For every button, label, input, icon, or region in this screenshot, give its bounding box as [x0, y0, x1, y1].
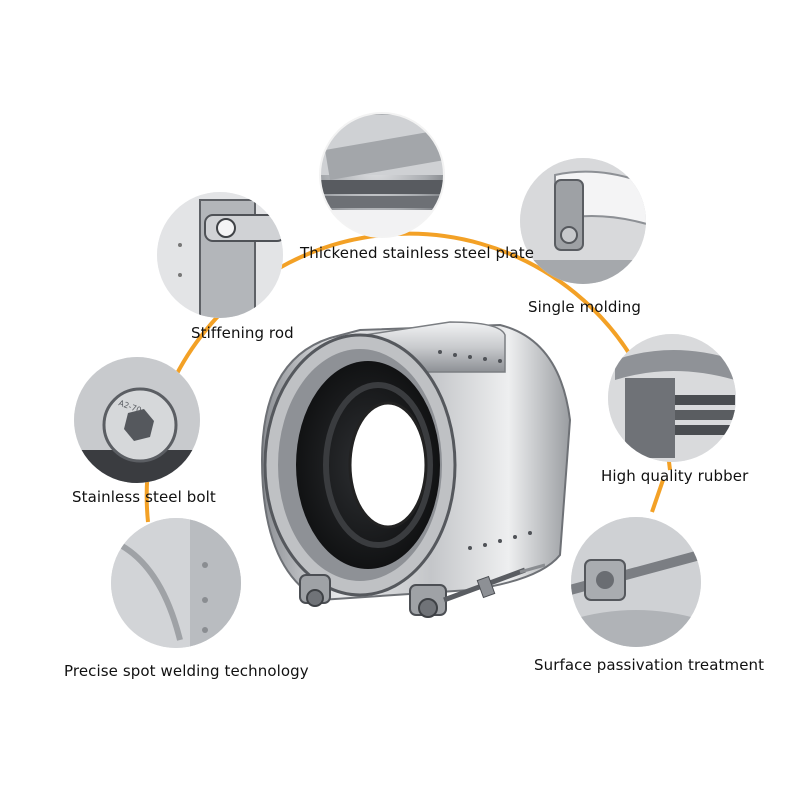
rod-detail-image [157, 192, 283, 318]
bolt-detail-image: A2-70 [74, 357, 200, 483]
feature-label-rod: Stiffening rod [191, 324, 294, 342]
welding-detail-image [111, 518, 241, 648]
feature-label-plate: Thickened stainless steel plate [300, 244, 535, 262]
rubber-detail-image [608, 334, 736, 462]
feature-label-weld: Precise spot welding technology [64, 662, 309, 680]
plate-detail-image [319, 112, 445, 238]
connecting-arc-lower-right [650, 479, 665, 513]
feature-label-molding: Single molding [528, 298, 641, 316]
passivation-detail-image [571, 517, 701, 647]
molding-detail-image [520, 158, 646, 284]
feature-label-rubber: High quality rubber [601, 467, 749, 485]
pipe-coupling-image [260, 321, 572, 618]
feature-label-bolt: Stainless steel bolt [72, 488, 216, 506]
feature-label-passivation: Surface passivation treatment [534, 656, 765, 674]
